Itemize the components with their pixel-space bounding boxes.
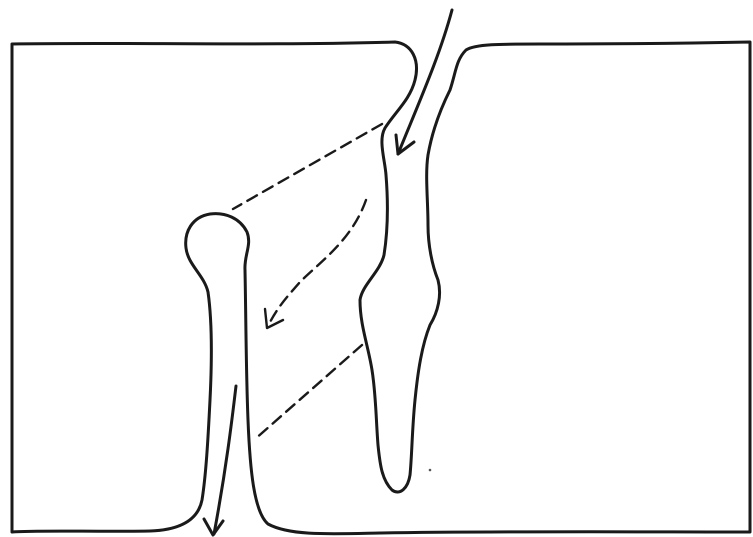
outflow-arrow-shaft: [214, 386, 236, 534]
guide-line-bottom: [254, 345, 362, 440]
slab-outline: [12, 42, 750, 534]
translation-arrow-shaft: [268, 200, 366, 326]
outflow-arrowhead: [204, 519, 223, 535]
guide-line-top: [233, 124, 382, 209]
translation-arrowhead: [265, 309, 283, 328]
ink-speck: [429, 469, 432, 472]
inflow-arrow-shaft: [398, 10, 452, 154]
